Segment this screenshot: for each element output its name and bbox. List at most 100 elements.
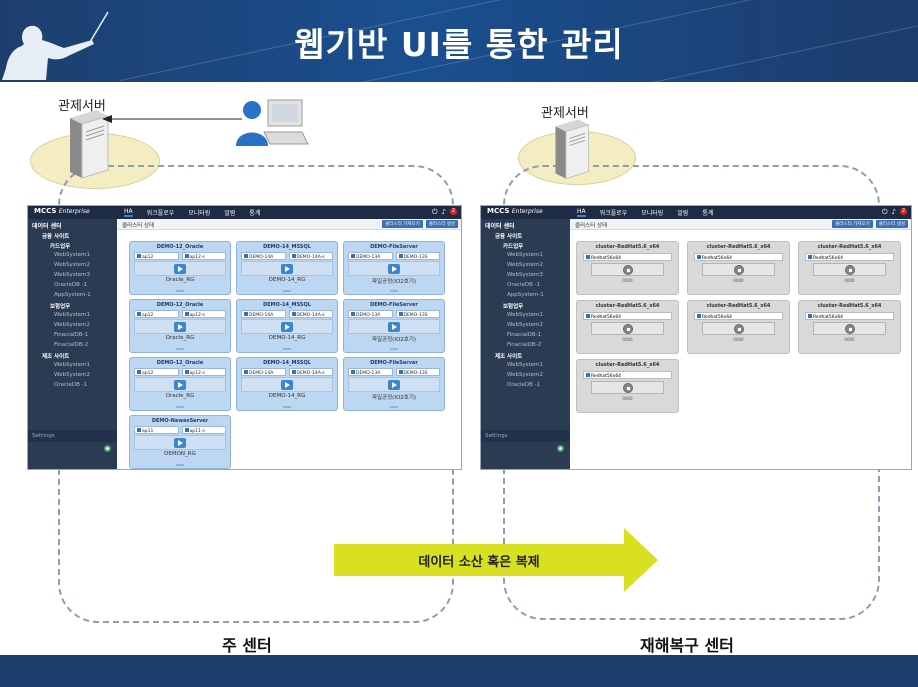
node-primary[interactable]: ap11 bbox=[134, 426, 179, 434]
menu-alarm[interactable]: 알람 bbox=[224, 210, 236, 217]
power-icon[interactable]: ⏻ bbox=[881, 208, 888, 216]
node-primary[interactable]: ap12 bbox=[134, 310, 179, 318]
stop-icon[interactable] bbox=[733, 265, 744, 275]
menu-workflow[interactable]: 워크플로우 bbox=[599, 210, 628, 217]
sidebar-item[interactable]: WebSystem1 bbox=[507, 362, 543, 368]
sidebar-item[interactable]: FinacialDB-1 bbox=[507, 332, 542, 338]
sidebar-item[interactable]: FinacialDB-1 bbox=[54, 332, 89, 338]
play-icon[interactable] bbox=[281, 380, 293, 390]
node-standby[interactable]: DEMO-13S bbox=[395, 252, 440, 260]
sidebar-item[interactable]: WebSystem3 bbox=[54, 272, 90, 278]
play-icon[interactable] bbox=[281, 322, 293, 332]
sidebar-head[interactable]: 데이터 센터 bbox=[485, 223, 515, 230]
bell-icon[interactable]: ♪ bbox=[441, 208, 446, 216]
sidebar-item[interactable]: WebSystem2 bbox=[507, 322, 543, 328]
play-icon[interactable] bbox=[281, 264, 293, 274]
play-icon[interactable] bbox=[388, 264, 400, 274]
sidebar-item[interactable]: AppSystem-1 bbox=[507, 292, 544, 298]
node-primary[interactable]: Redhat56x64 bbox=[583, 253, 672, 261]
node-primary[interactable]: Redhat56x64 bbox=[694, 312, 783, 320]
play-icon[interactable] bbox=[174, 322, 186, 332]
menu-ha[interactable]: HA bbox=[124, 208, 133, 217]
menu-monitoring[interactable]: 모니터링 bbox=[188, 210, 211, 217]
sidebar-settings[interactable]: Settings bbox=[481, 430, 570, 442]
sidebar-item[interactable]: WebSystem2 bbox=[54, 262, 90, 268]
menu-ha[interactable]: HA bbox=[577, 208, 586, 217]
sidebar-site-manufacturing[interactable]: 제조 사이트 bbox=[42, 354, 70, 360]
node-standby[interactable]: ap12-s bbox=[181, 368, 226, 376]
menu-workflow[interactable]: 워크플로우 bbox=[146, 210, 175, 217]
stop-icon[interactable] bbox=[844, 265, 855, 275]
node-primary[interactable]: DEMO-13A bbox=[348, 310, 393, 318]
stop-icon[interactable] bbox=[733, 324, 744, 334]
node-primary[interactable]: DEMO-13A bbox=[348, 368, 393, 376]
import-cluster-button[interactable]: 클러스터 가져오기 bbox=[832, 220, 873, 228]
sidebar-item[interactable]: WebSystem2 bbox=[54, 372, 90, 378]
play-icon[interactable] bbox=[174, 380, 186, 390]
node-primary[interactable]: Redhat56x64 bbox=[805, 253, 894, 261]
sidebar-group-insurance[interactable]: 보험업무 bbox=[503, 304, 524, 310]
play-icon[interactable] bbox=[174, 264, 186, 274]
sidebar-item[interactable]: FinacialDB-2 bbox=[507, 342, 542, 348]
power-icon[interactable]: ⏻ bbox=[431, 208, 438, 216]
node-primary[interactable]: DEMO-14A bbox=[241, 252, 286, 260]
sidebar-item[interactable]: OracleDB -1 bbox=[507, 282, 541, 288]
sidebar-head[interactable]: 데이터 센터 bbox=[32, 223, 62, 230]
sidebar-item[interactable]: AppSystem-1 bbox=[54, 292, 91, 298]
node-standby[interactable]: DEMO-13S bbox=[395, 310, 440, 318]
sidebar-site-finance[interactable]: 금융 사이트 bbox=[42, 234, 70, 240]
menu-alarm[interactable]: 알람 bbox=[677, 210, 689, 217]
node-standby[interactable]: DEMO-14A-s bbox=[288, 368, 333, 376]
play-icon[interactable] bbox=[388, 380, 400, 390]
menu-statistics[interactable]: 통계 bbox=[249, 210, 261, 217]
node-primary[interactable]: Redhat56x64 bbox=[805, 312, 894, 320]
sidebar-item[interactable]: OracleDB -1 bbox=[54, 282, 88, 288]
node-primary[interactable]: ap12 bbox=[134, 252, 179, 260]
node-primary[interactable]: DEMO-14A bbox=[241, 310, 286, 318]
sidebar-item[interactable]: WebSystem2 bbox=[507, 372, 543, 378]
play-icon[interactable] bbox=[174, 438, 186, 448]
sidebar-item[interactable]: WebSystem1 bbox=[507, 312, 543, 318]
sidebar-item[interactable]: WebSystem2 bbox=[54, 322, 90, 328]
stop-icon[interactable] bbox=[622, 324, 633, 334]
sidebar-item[interactable]: WebSystem1 bbox=[507, 252, 543, 258]
sidebar-group-insurance[interactable]: 보험업무 bbox=[50, 304, 71, 310]
play-icon[interactable] bbox=[388, 322, 400, 332]
sidebar-item[interactable]: WebSystem1 bbox=[54, 252, 90, 258]
sidebar-settings[interactable]: Settings bbox=[28, 430, 117, 442]
create-cluster-button[interactable]: 클러스터 생성 bbox=[425, 220, 458, 228]
node-primary[interactable]: DEMO-13A bbox=[348, 252, 393, 260]
node-standby[interactable]: ap12-s bbox=[181, 252, 226, 260]
node-standby[interactable]: DEMO-14A-s bbox=[288, 252, 333, 260]
node-standby[interactable]: DEMO-13S bbox=[395, 368, 440, 376]
sidebar-item[interactable]: OracleDB -1 bbox=[54, 382, 88, 388]
node-standby[interactable]: DEMO-14A-s bbox=[288, 310, 333, 318]
node-primary[interactable]: Redhat56x64 bbox=[583, 312, 672, 320]
node-primary[interactable]: DEMO-14A bbox=[241, 368, 286, 376]
node-standby[interactable]: ap12-s bbox=[181, 310, 226, 318]
node-standby[interactable]: ap11-s bbox=[181, 426, 226, 434]
stop-icon[interactable] bbox=[622, 383, 633, 393]
bell-icon[interactable]: ♪ bbox=[891, 208, 896, 216]
sidebar-group-card[interactable]: 카드업무 bbox=[503, 244, 524, 250]
sidebar-item[interactable]: WebSystem2 bbox=[507, 262, 543, 268]
stop-icon[interactable] bbox=[622, 265, 633, 275]
sidebar-group-card[interactable]: 카드업무 bbox=[50, 244, 71, 250]
